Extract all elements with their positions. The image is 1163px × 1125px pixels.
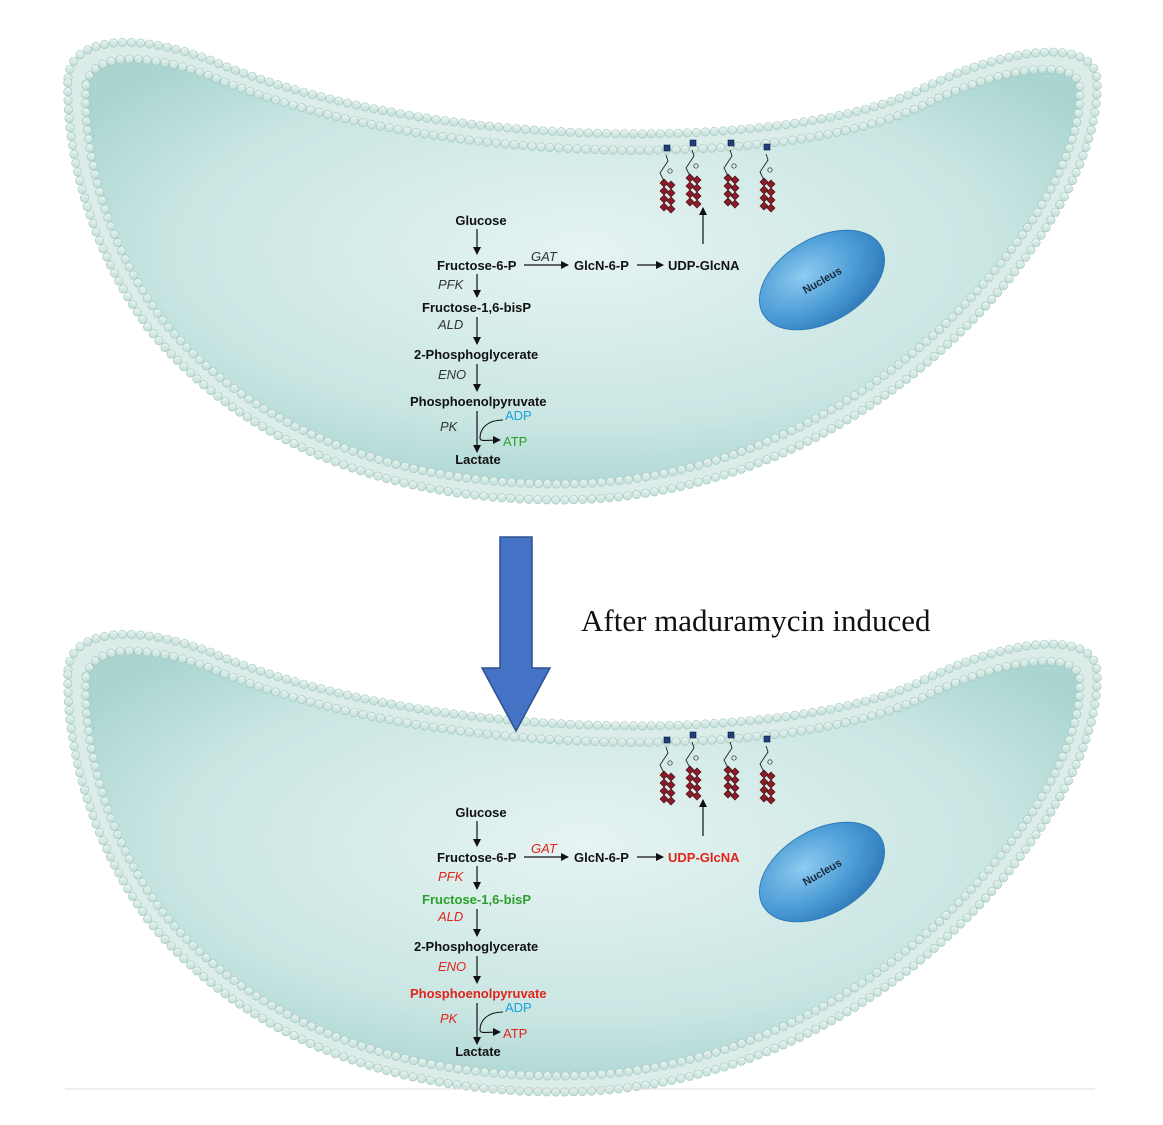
glycan-chain bbox=[759, 735, 776, 805]
glycan-chain bbox=[723, 731, 740, 801]
metabolite-fructose-6-p: Fructose-6-P bbox=[437, 258, 517, 273]
metabolite-glcn-6-p: GlcN-6-P bbox=[574, 850, 629, 865]
glycan-chain bbox=[685, 731, 702, 801]
metabolite-lactate: Lactate bbox=[455, 452, 501, 467]
metabolite-phosphoenolpyruvate: Phosphoenolpyruvate bbox=[410, 986, 547, 1001]
metabolite-fructose-6-p: Fructose-6-P bbox=[437, 850, 517, 865]
metabolite-2-phosphoglycerate: 2-Phosphoglycerate bbox=[414, 347, 538, 362]
enzyme-gat: GAT bbox=[531, 841, 558, 856]
glycan-chain bbox=[659, 736, 676, 806]
glycan-chain bbox=[685, 139, 702, 209]
cofactor-atp: ATP bbox=[503, 1026, 527, 1041]
glycan-chain bbox=[659, 144, 676, 214]
enzyme-eno: ENO bbox=[438, 959, 466, 974]
enzyme-ald: ALD bbox=[437, 909, 463, 924]
enzyme-gat: GAT bbox=[531, 249, 558, 264]
transition-arrow bbox=[480, 536, 552, 733]
metabolite-udp-glcna: UDP-GlcNA bbox=[668, 258, 740, 273]
enzyme-pk: PK bbox=[440, 1011, 459, 1026]
glycan-chain bbox=[723, 139, 740, 209]
cofactor-adp: ADP bbox=[505, 1000, 532, 1015]
transition-caption: After maduramycin induced bbox=[581, 603, 931, 638]
enzyme-pk: PK bbox=[440, 419, 459, 434]
metabolite-glucose: Glucose bbox=[455, 213, 506, 228]
lipid-bilayer bbox=[63, 37, 1102, 505]
enzyme-eno: ENO bbox=[438, 367, 466, 382]
nucleus: Nucleus bbox=[758, 821, 886, 923]
cofactor-atp: ATP bbox=[503, 434, 527, 449]
enzyme-pfk: PFK bbox=[438, 869, 465, 884]
metabolite-glcn-6-p: GlcN-6-P bbox=[574, 258, 629, 273]
metabolite-glucose: Glucose bbox=[455, 805, 506, 820]
metabolite-lactate: Lactate bbox=[455, 1044, 501, 1059]
metabolite-phosphoenolpyruvate: Phosphoenolpyruvate bbox=[410, 394, 547, 409]
metabolite-fructose-1-6-bisp: Fructose-1,6-bisP bbox=[422, 300, 531, 315]
enzyme-ald: ALD bbox=[437, 317, 463, 332]
pk-cofactor-arrow bbox=[479, 419, 504, 445]
nucleus: Nucleus bbox=[758, 229, 886, 331]
cofactor-adp: ADP bbox=[505, 408, 532, 423]
metabolite-udp-glcna: UDP-GlcNA bbox=[668, 850, 740, 865]
metabolite-fructose-1-6-bisp: Fructose-1,6-bisP bbox=[422, 892, 531, 907]
metabolite-2-phosphoglycerate: 2-Phosphoglycerate bbox=[414, 939, 538, 954]
pk-cofactor-arrow bbox=[479, 1011, 504, 1037]
enzyme-pfk: PFK bbox=[438, 277, 465, 292]
lipid-bilayer bbox=[63, 629, 1102, 1097]
glycan-chain bbox=[759, 143, 776, 213]
